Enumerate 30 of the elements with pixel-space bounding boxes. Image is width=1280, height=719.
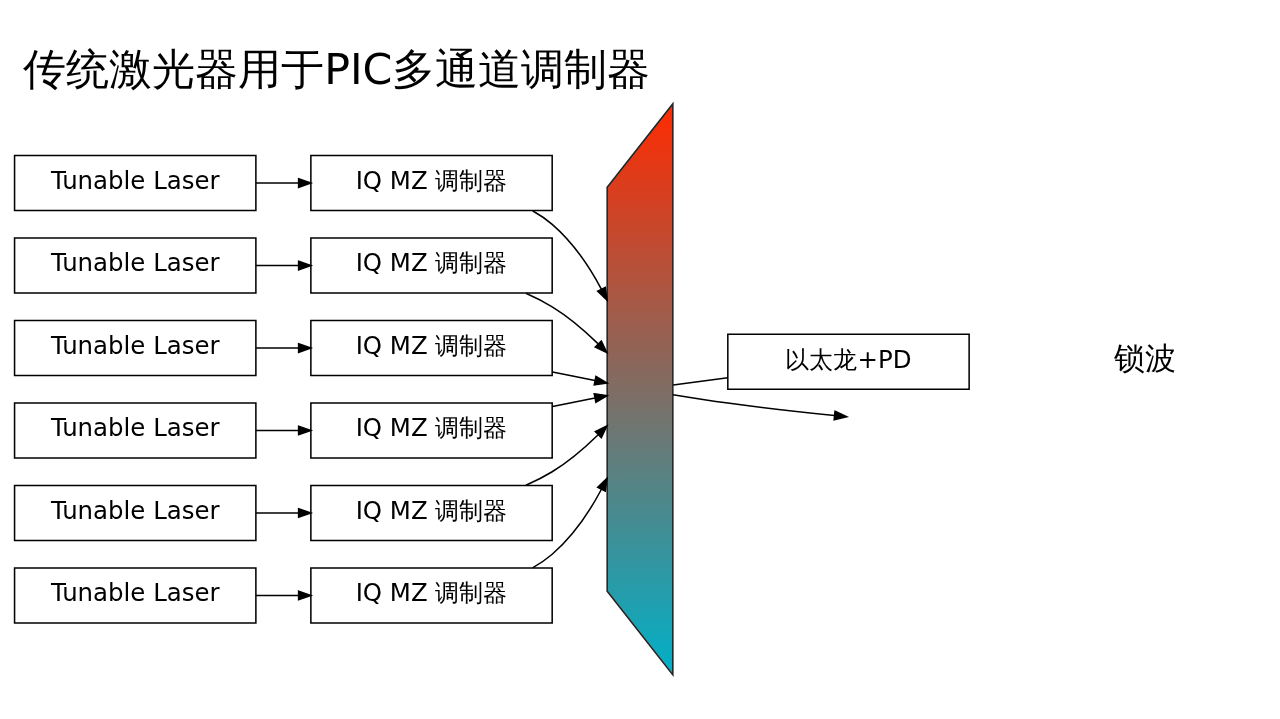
node-box: Tunable Laser xyxy=(13,237,257,294)
arrow xyxy=(255,507,314,519)
arrow xyxy=(255,177,314,189)
arrow xyxy=(255,342,314,354)
node-box: IQ MZ 调制器 xyxy=(310,237,553,294)
node-box: Tunable Laser xyxy=(13,484,257,542)
node-box: 以太龙+PD xyxy=(727,333,970,391)
node-trapezoid xyxy=(606,101,674,678)
arrow xyxy=(255,425,314,436)
arrow xyxy=(531,209,609,303)
arrow xyxy=(255,260,314,271)
node-box: IQ MZ 调制器 xyxy=(310,319,553,377)
arrow xyxy=(525,292,609,355)
arrow xyxy=(551,371,610,386)
node-box: Tunable Laser xyxy=(13,154,257,212)
node-box: IQ MZ 调制器 xyxy=(310,567,553,624)
node-box: Tunable Laser xyxy=(13,402,257,459)
arrow xyxy=(551,392,610,408)
node-box: IQ MZ 调制器 xyxy=(310,154,553,212)
arrow xyxy=(525,424,609,487)
node-box: Tunable Laser xyxy=(13,567,257,624)
node-box: IQ MZ 调制器 xyxy=(310,402,553,459)
connector xyxy=(672,376,729,386)
node-box: IQ MZ 调制器 xyxy=(310,484,553,542)
diagram-title: 传统激光器用于PIC多通道调制器 xyxy=(23,44,651,95)
node-box: Tunable Laser xyxy=(13,319,257,377)
arrow xyxy=(531,476,609,569)
label: 锁波 xyxy=(1113,341,1176,377)
arrow xyxy=(255,590,314,601)
arrow xyxy=(672,393,850,421)
